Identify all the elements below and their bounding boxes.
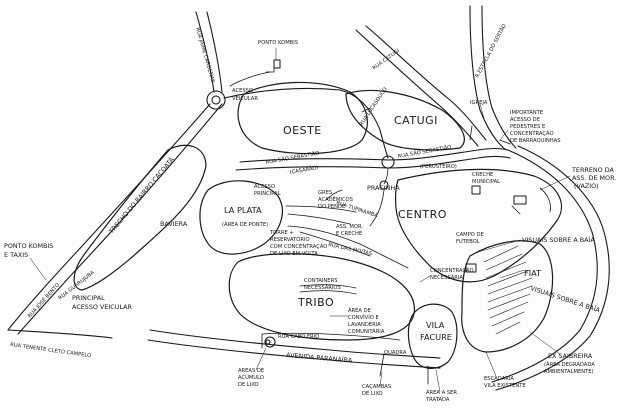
street-sao-sebastiao-right-sub: (PERUSTEIRO) [420,164,457,170]
note-acesso-principal-1: ACESSO [254,184,275,190]
street-sao-sebastiao-left-sub: (CASARÃO) [289,164,319,176]
note-ass-mor-1: ASS. MOR. [336,224,363,230]
note-terreno-2: ASS. DE MOR. [572,174,616,182]
area-oeste: OESTE [283,124,322,137]
note-gres-1: GRES [318,190,332,196]
note-containers-1: CONTAINERS [304,278,338,284]
note-acesso-veicular-top-1: ACESSO [232,88,253,94]
note-visuais-1: VISUAIS SOBRE A BAÍA [522,235,595,244]
note-areas-acumulo-3: DE LIXO [238,382,259,388]
area-bavieira: BAVIERA [160,220,188,228]
note-quadra: QUADRA [384,350,407,356]
note-gres-2: ACADÊMICOS [318,195,353,203]
note-escadaria-2: VILA EXISTENTE [484,383,526,389]
note-igreja: IGREJA [470,100,488,106]
road-network [7,5,610,391]
street-estrela-sertao: R.ESTRELA DO SERTÃO [474,23,508,79]
area-la-plata: LA PLATA [224,205,262,215]
note-areas-acumulo-2: ACÚMULO [238,374,264,381]
note-cacambas-1: CAÇAMBAS [362,384,391,390]
note-area-tratada-1: ÁREA A SER [426,389,457,396]
area-vila-facure-2: FACURE [420,332,452,342]
note-containers-2: NECESSÁRIOS [304,284,341,291]
note-importante-3: PEDESTRES E [510,124,545,130]
markers [273,59,527,273]
note-importante-2: ACESSO DE [510,117,540,123]
note-convivio-1: ÁREA DE [348,307,371,314]
note-kombis-taxis-1: PONTO KOMBIS [4,242,53,250]
note-creche-1: CRECHE [472,172,493,178]
note-campo-1: CAMPO DE [456,232,484,238]
note-ponto-kombis-top: PONTO KOMBIS [258,40,298,46]
note-importante-1: IMPORTANTE [510,110,543,116]
area-vila-facure-1: VILA [426,320,445,330]
roundabouts [206,90,395,348]
leader-lines [29,47,571,393]
note-cacambas-2: DE LIXO [362,391,383,397]
note-terreno-1: TERRENO DA [571,166,615,174]
area-centro: CENTRO [398,208,447,221]
note-saibreira-3: AMBIENTALMENTE) [544,369,594,375]
note-torre-1: TORRE + [269,230,294,236]
note-creche-2: MUNICIPAL [472,179,500,185]
street-cabo-frio: RUA CABO FRIO [278,334,319,340]
note-campo-2: FUTEBOL [456,239,480,245]
note-ass-mor-2: E CRECHE [336,231,362,237]
note-torre-3: COM CONCENTRAÇÃO [270,243,327,250]
note-convivio-3: LAVANDERIA [348,322,381,328]
internal-streets [229,59,551,385]
area-catugi: CATUGI [394,114,438,127]
note-visuais-2: VISUAIS SOBRE A BAÍA [529,283,602,314]
area-la-plata-sub: (ÁREA DE PONTE) [222,221,268,228]
note-principal-acesso-1: PRINCIPAL [72,294,105,302]
note-pracinha: PRACINHA [367,184,400,192]
neighbourhood-blocks [73,81,563,369]
note-kombis-taxis-2: E TAXIS [4,251,28,259]
street-jose-bento: RUA JOSÉ BENTO [26,281,62,319]
hatched-area [483,245,533,335]
street-avenida-paranaiba: AVENIDA PARANAÍBA [286,350,354,365]
note-saibreira-1: EX SAIBREIRA [548,352,593,360]
note-importante-5: DE BARRAQUINHAS [510,138,561,144]
area-tribo: TRIBO [297,296,334,309]
note-importante-4: CONCENTRAÇÃO [510,130,554,137]
note-convivio-4: COMUNITÁRIA [348,328,385,335]
note-torre-4: DE LIXO EM VOLTA [270,251,318,257]
note-acesso-veicular-top-2: VEICULAR [232,96,258,102]
note-concentracao-2: NECESSÁRIA [430,274,463,281]
note-concentracao-1: CONCENTRAÇÃO [430,267,474,274]
note-fiat: FIAT [524,268,542,278]
note-terreno-3: (VAZIO) [574,182,599,190]
note-principal-acesso-2: ACESSO VEICULAR [72,303,132,311]
note-gres-3: DO PENDE [318,204,345,210]
note-acesso-principal-2: PRINCIPAL [254,191,281,197]
street-tenente-cleto: RUA TENENTE CLETO CAMPELO [10,342,92,359]
note-escadaria-1: ESCADARIA [484,376,514,382]
note-torre-2: RESERVATÓRIO [270,236,310,243]
note-areas-acumulo-1: AREAS DE [238,368,264,374]
street-sao-sebastiao-left: RUA SÃO SEBASTIÃO [265,150,320,166]
street-das-moitas: RUA DAS MOITAS [328,242,373,257]
note-convivio-2: CONVÍVIO E [348,314,379,321]
note-saibreira-2: (ÁREA DEGRADADA [544,361,595,368]
note-area-tratada-2: TRATADA [425,397,450,403]
